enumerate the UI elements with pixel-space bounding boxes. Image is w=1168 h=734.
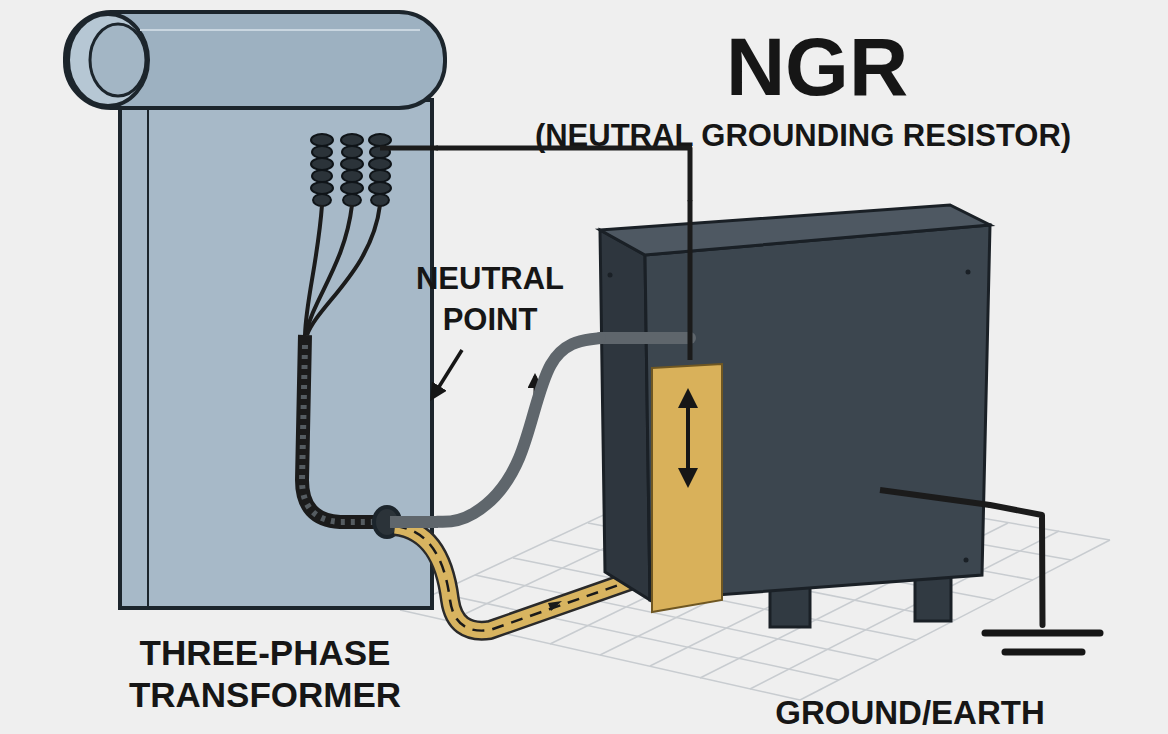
- callout-label: NEUTRAL POINT: [385, 258, 595, 340]
- ground-symbol: [985, 633, 1100, 652]
- wire-stub: [880, 490, 990, 505]
- cable-stub: [390, 516, 438, 528]
- wire-stub: [688, 200, 693, 360]
- wire-stub: [380, 146, 438, 151]
- node-subheading: (NEUTRAL GROUNDING RESISTOR): [453, 116, 1153, 156]
- node-heading: GROUND/EARTH: [745, 693, 1075, 733]
- wire-connector: [437, 148, 690, 200]
- node-heading: NGR: [667, 20, 967, 114]
- wire-connector: [990, 505, 1043, 625]
- ground-node: GROUND/EARTH: [980, 625, 1105, 665]
- ngr-node: NGR(NEUTRAL GROUNDING RESISTOR): [600, 200, 990, 625]
- transformer-node: THREE-PHASE TRANSFORMER: [65, 10, 437, 610]
- neutral-cable: [437, 338, 600, 522]
- node-heading: THREE-PHASE TRANSFORMER: [95, 632, 435, 716]
- ngr-box-illustration: [600, 205, 990, 627]
- leader-arrow: [432, 350, 462, 398]
- transformer-illustration: [65, 12, 445, 608]
- cable-stub: [600, 332, 690, 344]
